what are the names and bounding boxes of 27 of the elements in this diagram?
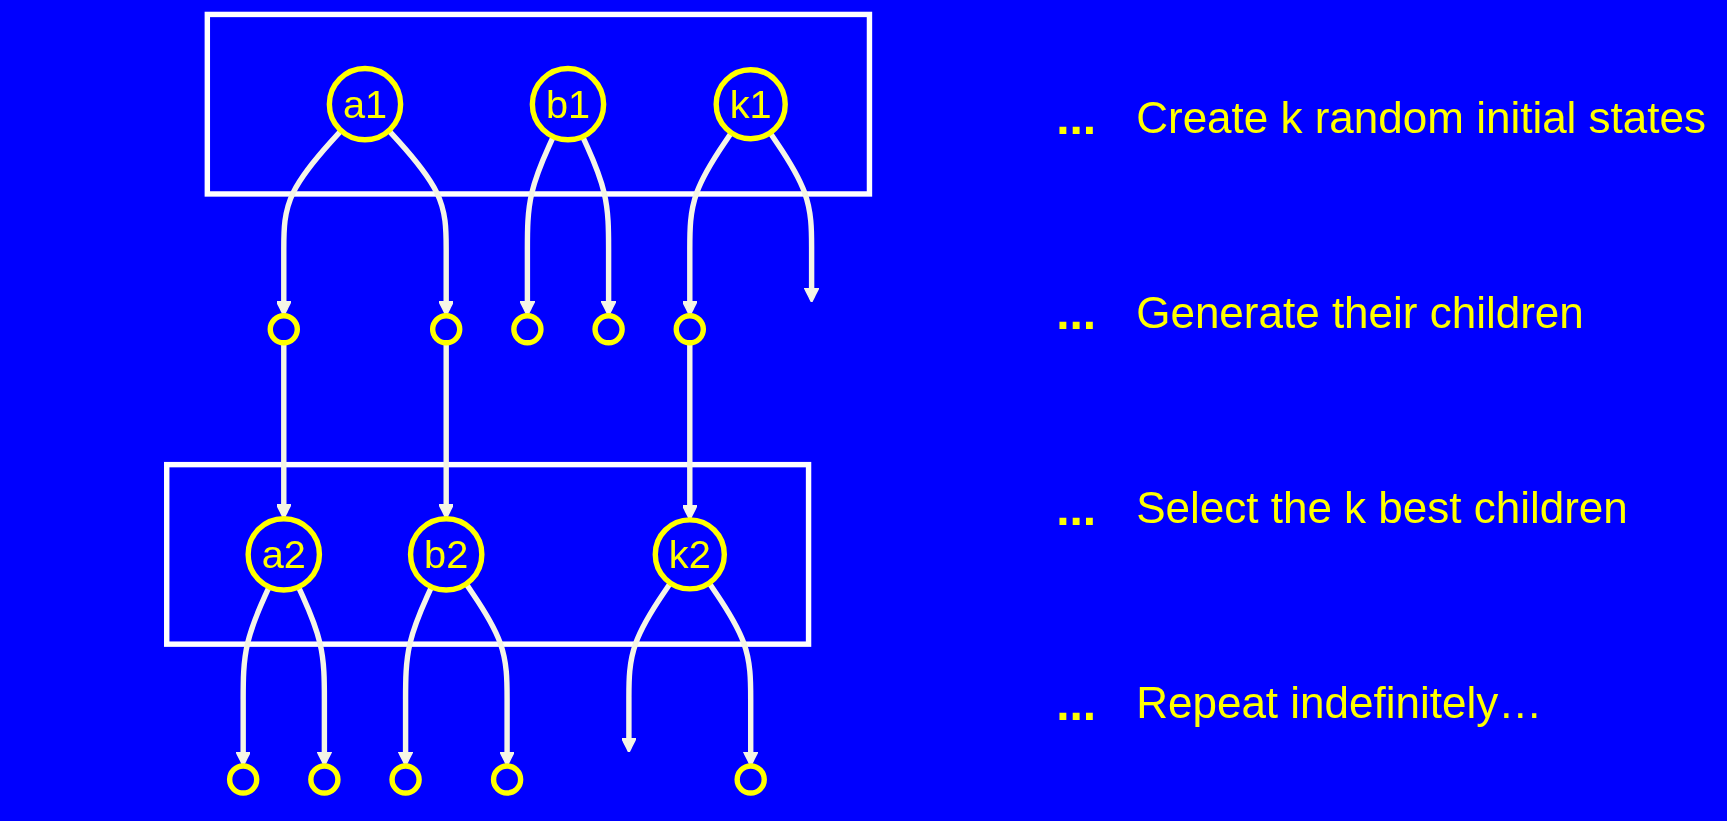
node-circle <box>490 763 524 796</box>
cluster <box>164 461 812 647</box>
step-text: Repeat indefinitely… <box>1136 678 1543 729</box>
node-circle <box>308 763 341 796</box>
node-circle: k2 <box>652 517 727 592</box>
node-circle: b1 <box>529 65 607 143</box>
step-text: Generate their children <box>1136 287 1584 338</box>
node-circle: a1 <box>326 65 404 143</box>
ellipsis-text: ... <box>1056 480 1097 536</box>
node-circle <box>592 313 625 346</box>
step-text: Select the k best children <box>1136 483 1628 534</box>
ellipsis-text: ... <box>1056 285 1097 341</box>
node-circle <box>226 763 260 796</box>
node-circle <box>267 313 301 346</box>
node-circle: b2 <box>407 516 485 593</box>
node-circle <box>734 763 767 796</box>
step-text: Create k random initial states <box>1136 92 1706 143</box>
node-circle: a2 <box>245 516 323 593</box>
ellipsis-text: ... <box>1056 90 1097 146</box>
arrow <box>767 131 820 303</box>
ellipsis-text: ... <box>1056 675 1097 731</box>
node-circle: k1 <box>713 67 788 142</box>
node-circle <box>429 313 463 346</box>
cluster <box>204 11 873 197</box>
node-circle <box>511 313 544 346</box>
node-circle <box>673 313 707 346</box>
node-circle <box>389 763 422 796</box>
